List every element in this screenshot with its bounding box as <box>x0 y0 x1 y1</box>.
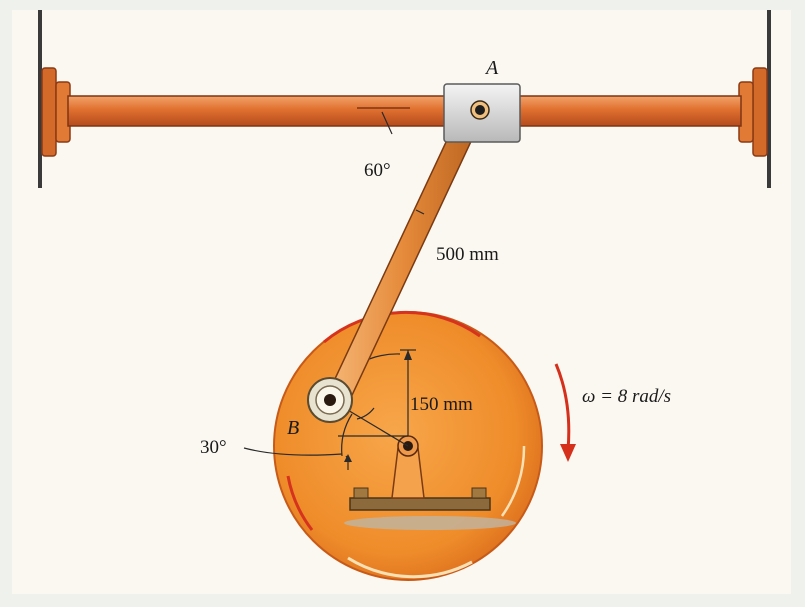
angle-markings <box>330 111 416 470</box>
angle-30-leader <box>243 447 343 456</box>
bearing-pedestal <box>344 435 516 530</box>
diagram-canvas: A 60° 500 mm 150 mm ω = 8 rad/s B 30° <box>12 10 791 594</box>
left-wall-support <box>38 10 71 188</box>
label-angle-60: 60° <box>364 160 391 181</box>
horizontal-guide-bar <box>67 95 742 127</box>
label-crank-radius: 150 mm <box>410 394 473 415</box>
mechanism-diagram: A 60° 500 mm 150 mm ω = 8 rad/s B 30° <box>38 10 771 581</box>
label-rod-length: 500 mm <box>436 244 499 265</box>
label-point-a: A <box>484 57 499 79</box>
label-angle-30: 30° <box>200 437 227 458</box>
right-wall-support <box>738 10 771 188</box>
label-angular-velocity: ω = 8 rad/s <box>582 386 671 407</box>
slider-collar-a <box>443 83 521 143</box>
pin-b <box>307 377 353 423</box>
rotation-arrow <box>554 363 576 462</box>
label-point-b: B <box>287 417 299 439</box>
